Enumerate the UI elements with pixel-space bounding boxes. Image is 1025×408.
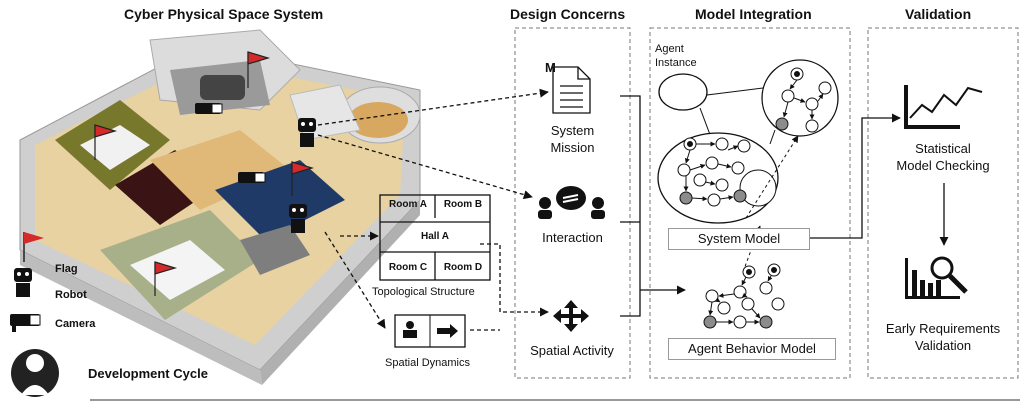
label-topological-structure: Topological Structure [372, 286, 475, 298]
legend-camera: Camera [55, 318, 96, 330]
room-a: Room A [389, 199, 427, 210]
room-b: Room B [443, 199, 483, 210]
house-illustration [19, 29, 421, 385]
erv-magnifier-icon [905, 256, 968, 299]
label-spatial-dynamics: Spatial Dynamics [385, 357, 470, 369]
room-c: Room C [388, 262, 428, 273]
legend-flag: Flag [55, 263, 78, 275]
section-title-integration: Model Integration [695, 6, 812, 22]
interaction-icon [538, 186, 605, 219]
label-agent-instance: Agent Instance [655, 42, 697, 70]
section-title-design: Design Concerns [510, 6, 626, 22]
agent-behavior-model-box: Agent Behavior Model [668, 338, 836, 360]
label-early-requirements-validation: Early Requirements Validation [872, 320, 1014, 354]
label-spatial-activity: Spatial Activity [530, 343, 614, 358]
label-erv-line2: Validation [914, 338, 972, 353]
spatial-dynamics-icon [394, 314, 466, 348]
mission-icon [552, 66, 591, 114]
legend-icons [10, 232, 44, 332]
room-d: Room D [443, 262, 483, 273]
smc-chart-icon [904, 85, 983, 129]
label-erv-line1: Early Requirements [885, 321, 1001, 336]
label-development-cycle: Development Cycle [88, 366, 208, 381]
label-smc-line2: Model Checking [896, 158, 990, 173]
system-model-box: System Model [668, 228, 810, 250]
hall-a: Hall A [421, 231, 449, 242]
floorplan [379, 194, 491, 281]
label-statistical-model-checking: Statistical Model Checking [872, 140, 1014, 174]
section-title-cps: Cyber Physical Space System [124, 6, 324, 22]
label-system-mission: System Mission [530, 122, 615, 156]
label-smc-line1: Statistical [915, 141, 971, 156]
mission-icon-letter: M [545, 60, 556, 75]
developer-avatar [11, 349, 59, 397]
spatial-activity-icon [553, 300, 589, 332]
label-agent-instance-line2: Instance [655, 57, 697, 69]
label-agent-instance-line1: Agent [655, 43, 684, 55]
section-title-validation: Validation [905, 6, 972, 22]
label-system-mission-line1: System [550, 123, 595, 138]
label-system-mission-line2: Mission [550, 140, 595, 155]
label-interaction: Interaction [542, 230, 603, 245]
legend-robot: Robot [55, 289, 87, 301]
